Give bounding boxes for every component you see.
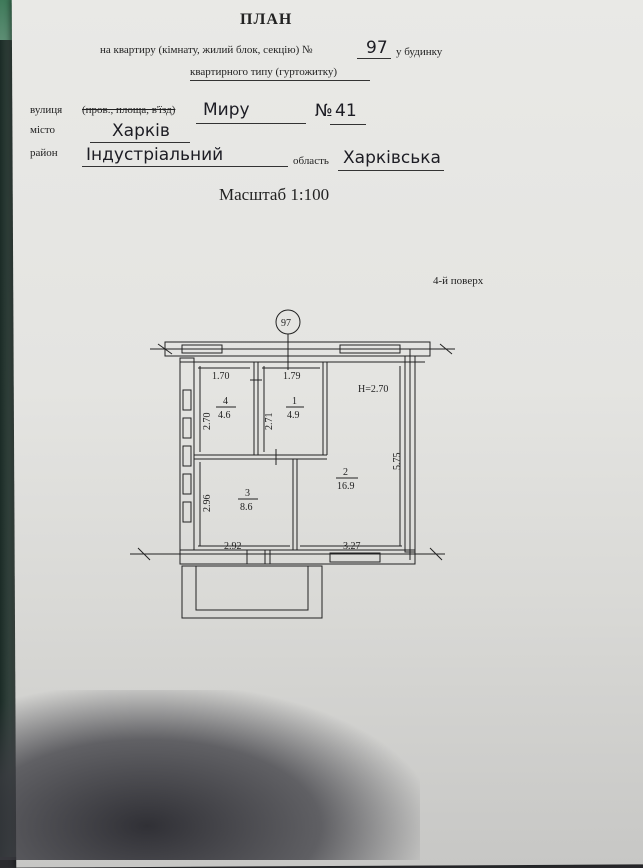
plan-title: ПЛАН	[240, 11, 293, 28]
region-value: Харківська	[343, 148, 441, 168]
building-type-underline	[190, 80, 370, 81]
bottom-wall-tick-right	[429, 547, 443, 561]
dim-left-upper: 2.70	[202, 413, 213, 431]
apartment-line-prefix: на квартиру (кімнату, жилий блок, секцію…	[100, 44, 313, 56]
dim-bottom-left: 2.92	[224, 541, 242, 552]
top-window-right	[339, 344, 401, 354]
city-label: місто	[30, 124, 56, 136]
street-underline	[196, 123, 306, 124]
room-4-number: 4	[223, 396, 228, 407]
house-number-value: 41	[335, 101, 357, 121]
room-2-number: 2	[343, 467, 348, 478]
apartment-number: 97	[366, 38, 388, 58]
apartment-line-suffix: у будинку	[396, 46, 443, 58]
dim-right-vertical: 5.75	[392, 453, 403, 471]
floor-label: 4-й поверх	[433, 275, 484, 287]
house-number-label: №	[315, 101, 333, 121]
room-1-area: 4.9	[287, 410, 300, 421]
apartment-number-underline	[357, 58, 391, 59]
left-window-5	[182, 501, 192, 523]
region-label: область	[293, 155, 329, 167]
room-3-area: 8.6	[240, 502, 253, 513]
left-window-4	[182, 473, 192, 495]
city-value: Харків	[112, 121, 170, 141]
bottom-wall	[179, 549, 416, 565]
room-2-area: 16.9	[337, 481, 355, 492]
bottom-window	[329, 552, 381, 563]
room-1-number: 1	[292, 396, 297, 407]
region-underline	[338, 170, 444, 171]
street-label: вулиця	[30, 104, 63, 116]
dim-top-left: 1.70	[212, 371, 230, 382]
left-window-1	[182, 389, 192, 411]
room-4-area: 4.6	[218, 410, 231, 421]
city-underline	[90, 142, 190, 143]
bottom-wall-tick-left	[137, 547, 151, 561]
street-options: (пров., площа, в'їзд)	[82, 104, 176, 116]
apartment-marker-label: 97	[281, 318, 291, 329]
dim-mid-vertical: 2.71	[264, 413, 275, 431]
district-label: район	[30, 147, 58, 159]
street-value: Миру	[203, 100, 250, 120]
left-wall	[179, 357, 195, 551]
balcony-inner	[195, 565, 309, 611]
scale-label: Масштаб 1:100	[219, 185, 330, 204]
top-wall-tick-left	[157, 343, 173, 355]
room-3-number: 3	[245, 488, 250, 499]
dim-bottom-right: 3.27	[343, 541, 361, 552]
dim-top-mid: 1.79	[283, 371, 301, 382]
height-label: H=2.70	[358, 384, 388, 395]
top-window-left	[181, 344, 223, 354]
house-number-underline	[330, 124, 366, 125]
district-value: Індустріальний	[86, 145, 224, 165]
district-underline	[82, 166, 288, 167]
dim-left-lower: 2.96	[202, 495, 213, 513]
building-type-line: квартирного типу (гуртожитку)	[190, 66, 338, 78]
top-wall-tick-right	[439, 343, 453, 355]
left-window-3	[182, 445, 192, 467]
left-window-2	[182, 417, 192, 439]
